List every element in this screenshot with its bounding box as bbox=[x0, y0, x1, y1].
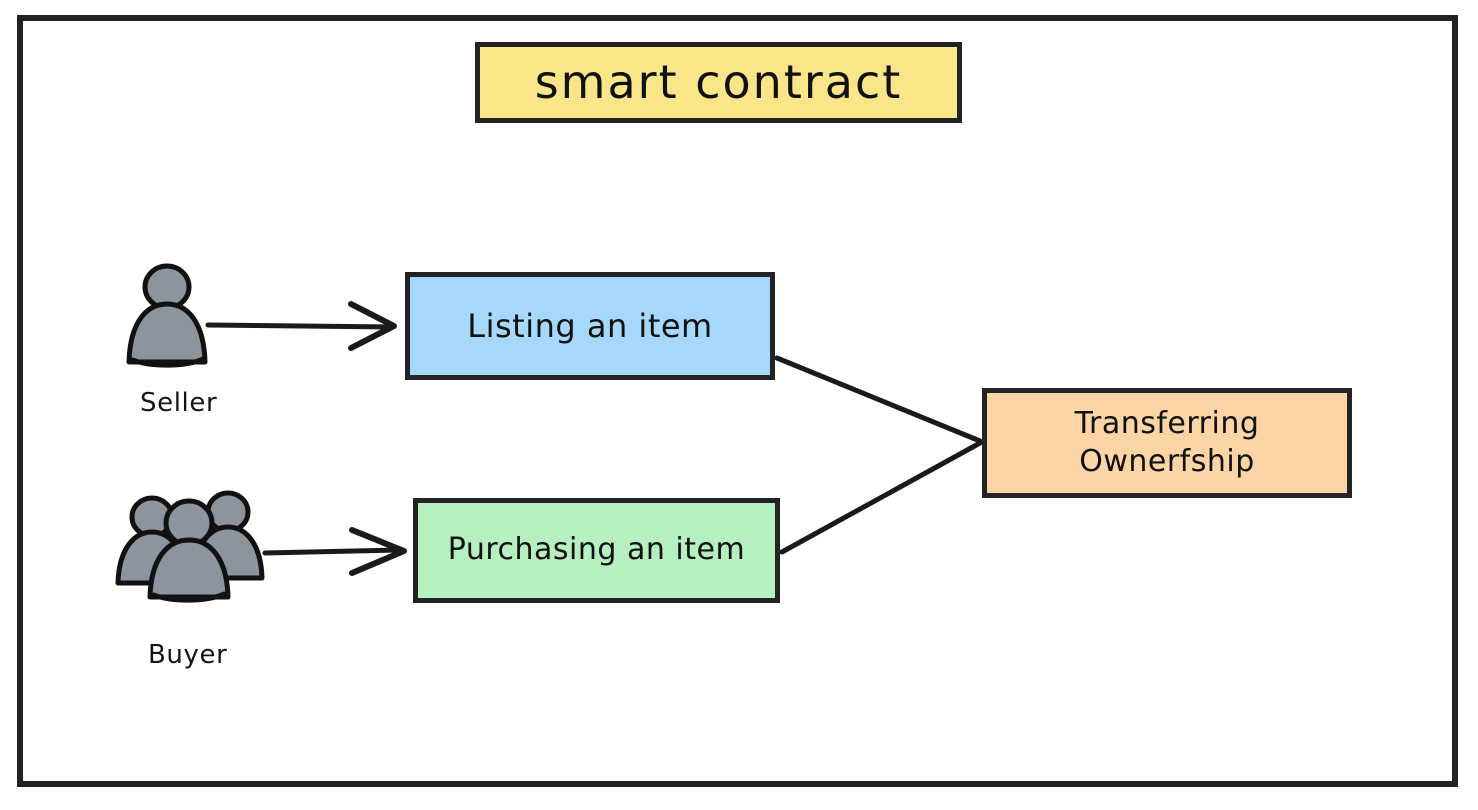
node-transferring-ownership[interactable]: Transferring Ownerfship bbox=[982, 388, 1352, 498]
node-listing-an-item[interactable]: Listing an item bbox=[405, 272, 775, 380]
actor-buyer[interactable] bbox=[108, 487, 268, 602]
actor-label-buyer: Buyer bbox=[148, 640, 228, 670]
node-purchasing-an-item[interactable]: Purchasing an item bbox=[413, 498, 780, 603]
node-smart-contract[interactable]: smart contract bbox=[475, 42, 962, 123]
node-listing-an-item-label: Listing an item bbox=[467, 306, 713, 345]
actor-label-seller: Seller bbox=[140, 388, 218, 418]
node-transferring-ownership-label: Transferring Ownerfship bbox=[1074, 405, 1260, 479]
actor-seller[interactable] bbox=[118, 263, 228, 373]
node-purchasing-an-item-label: Purchasing an item bbox=[447, 532, 746, 568]
node-smart-contract-label: smart contract bbox=[534, 55, 903, 110]
